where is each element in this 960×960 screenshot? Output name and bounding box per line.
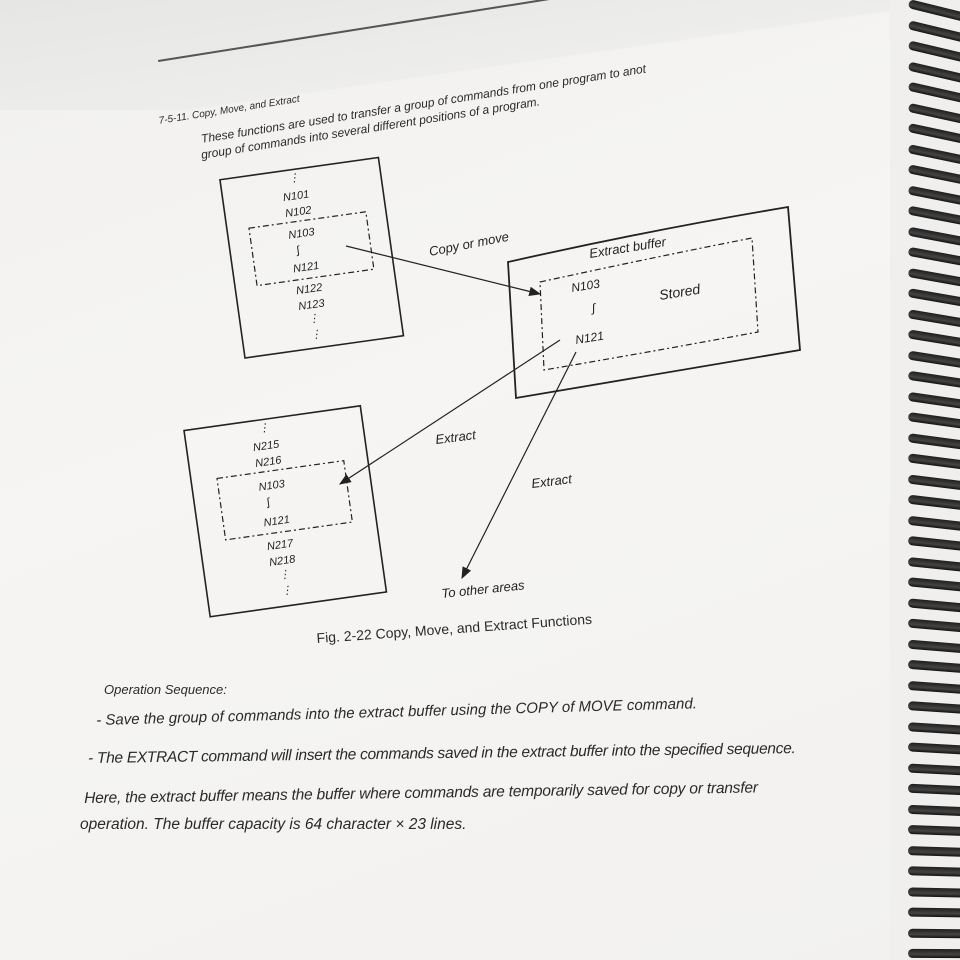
bottom-program-block bbox=[183, 404, 388, 618]
top-block-line-n102: N102 bbox=[285, 204, 313, 220]
bottom-block-line-n216: N216 bbox=[255, 454, 284, 470]
extract-buffer-area bbox=[539, 237, 759, 371]
top-block-vdots-1: ⋮ bbox=[288, 172, 301, 185]
bottom-block-tilde: ∫ bbox=[265, 496, 272, 509]
page-stack-edge bbox=[0, 0, 960, 110]
bottom-block-line-n217: N217 bbox=[266, 537, 295, 553]
bottom-block-vdots-3: ⋮ bbox=[281, 584, 294, 597]
buffer-status: Stored bbox=[658, 281, 702, 303]
top-block-line-n121: N121 bbox=[292, 260, 320, 276]
top-block-vdots-3: ⋮ bbox=[310, 328, 323, 341]
top-block-line-n103: N103 bbox=[288, 226, 317, 242]
operation-heading: Operation Sequence: bbox=[104, 682, 227, 697]
top-block-line-n123: N123 bbox=[298, 297, 327, 313]
buffer-start: N103 bbox=[570, 277, 601, 295]
label-extract-left: Extract bbox=[435, 427, 478, 447]
top-block-vdots-2: ⋮ bbox=[307, 312, 320, 325]
buffer-note-line-2: operation. The buffer capacity is 64 cha… bbox=[80, 816, 467, 833]
label-extract-right: Extract bbox=[531, 471, 574, 491]
extract-arrow-left bbox=[338, 339, 561, 485]
bottom-block-vdots-2: ⋮ bbox=[278, 568, 291, 581]
bottom-block-line-n103: N103 bbox=[258, 478, 287, 494]
bottom-block-insert-area bbox=[216, 459, 354, 541]
top-block-line-n101: N101 bbox=[282, 189, 310, 205]
bottom-block-line-n215: N215 bbox=[252, 438, 281, 454]
bottom-block-vdots-1: ⋮ bbox=[258, 422, 271, 435]
label-other-areas: To other areas bbox=[441, 577, 526, 601]
copy-move-arrow bbox=[345, 245, 542, 297]
bottom-block-line-n121: N121 bbox=[263, 514, 291, 530]
top-block-selection bbox=[248, 211, 375, 287]
top-program-block bbox=[219, 156, 405, 359]
buffer-end: N121 bbox=[574, 329, 605, 347]
bottom-block-line-n218: N218 bbox=[268, 553, 297, 569]
top-block-line-n122: N122 bbox=[295, 282, 323, 298]
top-block-tilde: ∫ bbox=[295, 244, 302, 257]
spiral-binding bbox=[890, 0, 960, 960]
extract-arrow-right bbox=[461, 351, 577, 580]
label-copy-move: Copy or move bbox=[428, 229, 510, 259]
buffer-tilde: ∫ bbox=[591, 301, 596, 315]
extract-buffer-sheet bbox=[507, 205, 801, 400]
buffer-title: Extract buffer bbox=[588, 234, 667, 261]
